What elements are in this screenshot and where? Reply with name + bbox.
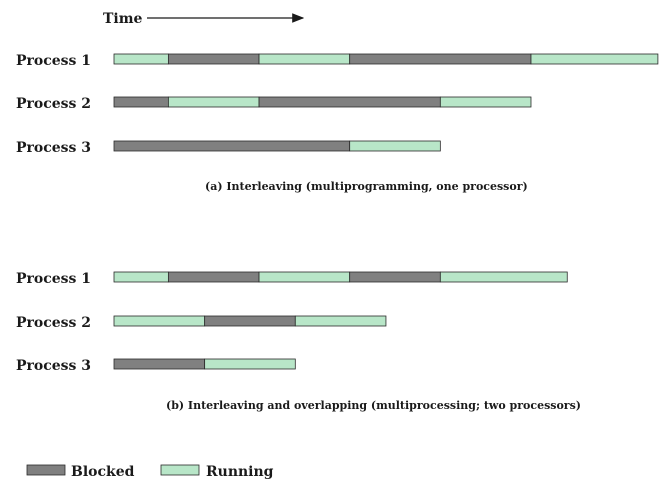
scenario-b-process-3-bar [113, 358, 296, 370]
scenario-a-process-2-segment-3-blocked [258, 96, 441, 108]
scenario-a-caption: (a) Interleaving (multiprogramming, one … [205, 180, 528, 193]
scenario-a-process-3-segment-2-running [349, 140, 441, 152]
scenario-a: Process 1 Process 2 Process 3 (a) Interl… [16, 53, 659, 193]
scenario-b-caption: (b) Interleaving and overlapping (multip… [166, 399, 581, 412]
time-label: Time [103, 11, 143, 27]
scenario-b-process-2-segment-1-running [113, 315, 206, 327]
scenario-b-process-2-segment-2-blocked [204, 315, 296, 327]
scenario-a-process-1-segment-5-running [530, 53, 659, 65]
scenario-a-process-1-label: Process 1 [16, 53, 91, 69]
scenario-b-process-3-segment-2-running [204, 358, 296, 370]
scenario-b-process-1-segment-5-running [439, 271, 568, 283]
scenario-a-process-1-segment-4-blocked [349, 53, 532, 65]
scenario-b-process-1-bar [113, 271, 568, 283]
scenario-b-process-2-bar [113, 315, 387, 327]
legend-blocked-swatch [26, 464, 66, 476]
legend-running-label: Running [206, 464, 274, 480]
scenario-a-process-2-bar [113, 96, 532, 108]
scenario-b-process-1-segment-4-blocked [349, 271, 441, 283]
scenario-a-process-1-bar [113, 53, 659, 65]
legend: Blocked Running [26, 464, 274, 480]
scenario-b-process-1-label: Process 1 [16, 271, 91, 287]
scenario-a-process-3-label: Process 3 [16, 140, 91, 156]
scenario-a-process-3-segment-1-blocked [113, 140, 351, 152]
scenario-a-process-1-segment-2-blocked [167, 53, 260, 65]
scenario-b-process-1-segment-1-running [113, 271, 169, 283]
scenario-b-process-2-segment-3-running [294, 315, 387, 327]
scenario-a-process-2-segment-4-running [439, 96, 532, 108]
scenario-a-process-1-segment-1-running [113, 53, 169, 65]
legend-running-swatch [160, 464, 200, 476]
legend-blocked-label: Blocked [71, 464, 135, 480]
scenario-b: Process 1 Process 2 Process 3 (b) Interl… [16, 271, 581, 412]
scenario-a-process-2-segment-1-blocked [113, 96, 169, 108]
scenario-a-process-3-bar [113, 140, 441, 152]
scenario-b-process-3-label: Process 3 [16, 358, 91, 374]
scenario-a-process-1-segment-3-running [258, 53, 351, 65]
scenario-b-process-1-segment-3-running [258, 271, 351, 283]
scenario-b-process-3-segment-1-blocked [113, 358, 206, 370]
scenario-b-process-2-label: Process 2 [16, 315, 91, 331]
scenario-a-process-2-label: Process 2 [16, 96, 91, 112]
scenario-a-process-2-segment-2-running [167, 96, 260, 108]
scenario-b-process-1-segment-2-blocked [167, 271, 260, 283]
